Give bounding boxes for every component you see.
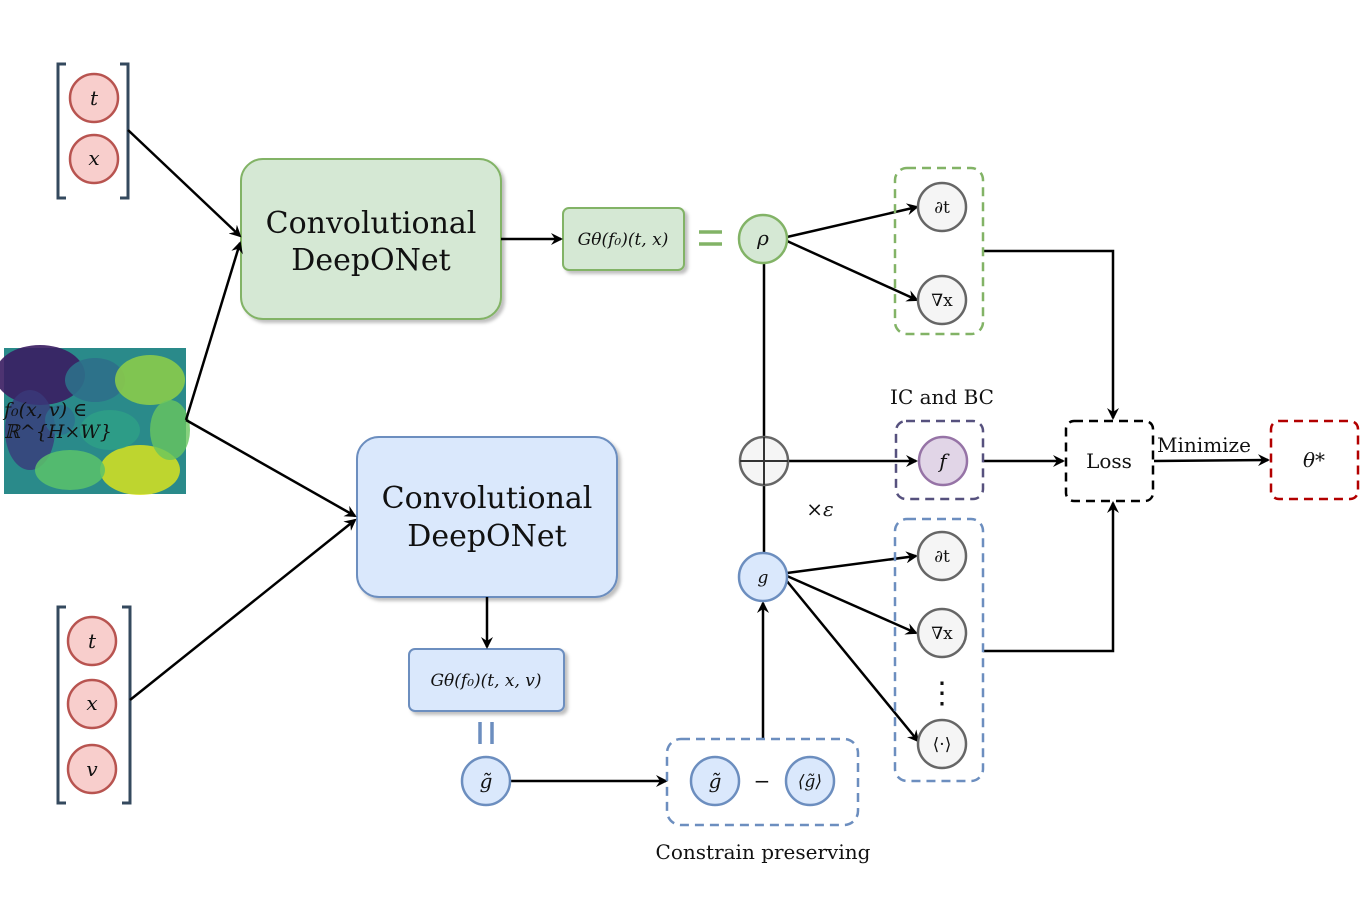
g-grad-node: ∇x — [916, 607, 968, 659]
svg-text:Gθ(f₀)(t, x): Gθ(f₀)(t, x) — [578, 230, 669, 250]
theta-star-box: θ* — [1269, 419, 1360, 501]
svg-text:DeepONet: DeepONet — [407, 519, 566, 554]
svg-text:DeepONet: DeepONet — [291, 243, 450, 278]
oplus-node — [738, 435, 790, 487]
output-top-box: Gθ(f₀)(t, x) — [562, 207, 685, 271]
g-dt-node: ∂t — [916, 530, 968, 582]
svg-text:θ*: θ* — [1303, 448, 1325, 472]
svg-text:∇x: ∇x — [931, 291, 953, 311]
input-node-x-bottom: x — [66, 678, 118, 730]
svg-text:Convolutional: Convolutional — [266, 206, 477, 241]
svg-text:t: t — [90, 86, 99, 110]
input-node-v-bottom: v — [66, 743, 118, 795]
rho-grad-node: ∇x — [916, 274, 968, 326]
constrain-preserving-group: g̃ − ⟨g̃⟩ Constrain preserving — [656, 737, 871, 864]
svg-text:g̃: g̃ — [480, 769, 493, 793]
constrain-g-tilde-node: g̃ — [689, 755, 741, 807]
rho-node: ρ — [737, 213, 789, 265]
input-vector-bottom: t x v — [56, 605, 132, 805]
input-node-t-top: t — [68, 72, 120, 124]
constrain-minus: − — [754, 769, 771, 793]
heatmap-image — [0, 345, 190, 495]
loss-box: Loss — [1064, 419, 1155, 503]
svg-text:x: x — [86, 691, 97, 715]
svg-text:⟨·⟩: ⟨·⟩ — [933, 735, 952, 755]
g-node: g — [737, 551, 789, 603]
input-node-x-top: x — [68, 133, 120, 185]
input-vector-top: t x — [56, 62, 130, 200]
svg-text:∂t: ∂t — [934, 198, 950, 218]
g-operators-group: ∂t ∇x ⋮ ⟨·⟩ — [893, 517, 985, 783]
constrain-mean-node: ⟨g̃⟩ — [784, 755, 836, 807]
svg-text:v: v — [86, 757, 98, 781]
ic-bc-title: IC and BC — [890, 385, 994, 409]
svg-text:t: t — [88, 629, 97, 653]
svg-text:g̃: g̃ — [709, 769, 722, 793]
input-node-t-bottom: t — [66, 615, 118, 667]
deeponet-bottom-box: Convolutional DeepONet — [356, 436, 618, 598]
g-ellipsis: ⋮ — [927, 676, 957, 711]
svg-text:Convolutional: Convolutional — [382, 481, 593, 516]
output-bottom-box: Gθ(f₀)(t, x, v) — [408, 648, 565, 712]
svg-text:∂t: ∂t — [934, 547, 950, 567]
svg-text:Loss: Loss — [1086, 449, 1132, 473]
constrain-caption: Constrain preserving — [656, 840, 871, 864]
g-avg-node: ⟨·⟩ — [916, 718, 968, 770]
equals-sign-blue — [478, 722, 494, 744]
f-node: f — [917, 435, 969, 487]
rho-dt-node: ∂t — [916, 181, 968, 233]
svg-text:ρ: ρ — [756, 226, 769, 250]
equals-sign-green — [699, 230, 722, 246]
ic-bc-group: IC and BC f — [890, 385, 994, 501]
deeponet-top-box: Convolutional DeepONet — [240, 158, 502, 320]
rho-operators-group: ∂t ∇x — [893, 166, 985, 336]
svg-text:x: x — [88, 146, 99, 170]
svg-text:g: g — [758, 568, 769, 588]
minimize-label: Minimize — [1157, 433, 1251, 457]
g-tilde-node: g̃ — [460, 755, 512, 807]
svg-text:Gθ(f₀)(t, x, v): Gθ(f₀)(t, x, v) — [430, 671, 541, 691]
svg-text:⟨g̃⟩: ⟨g̃⟩ — [798, 772, 822, 792]
times-epsilon-label: ×ε — [806, 497, 834, 521]
svg-text:∇x: ∇x — [931, 624, 953, 644]
